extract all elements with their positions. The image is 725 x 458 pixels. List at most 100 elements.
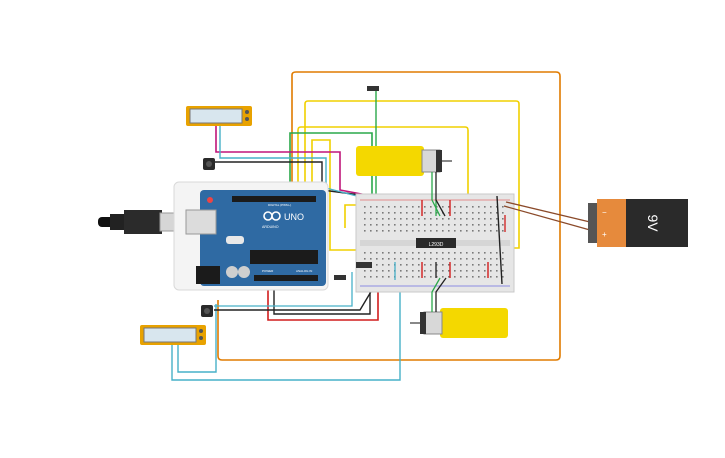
breadboard-hole	[436, 252, 438, 254]
breadboard-hole	[496, 212, 498, 214]
wire-magenta[interactable]	[215, 126, 373, 197]
breadboard-hole	[424, 206, 426, 208]
breadboard-hole	[418, 212, 420, 214]
breadboard-hole	[418, 224, 420, 226]
breadboard-hole	[376, 264, 378, 266]
breadboard-hole	[454, 206, 456, 208]
breadboard-hole	[496, 218, 498, 220]
wire-blue-top[interactable]	[219, 126, 373, 201]
breadboard-hole	[406, 270, 408, 272]
breadboard-hole	[472, 258, 474, 260]
wire-battery-brown-1[interactable]	[505, 201, 591, 223]
breadboard-hole	[406, 218, 408, 220]
arduino-board[interactable]: UNO ARDUINO DIGITAL (PWM~) POWER ANALOG …	[173, 181, 329, 291]
breadboard-hole	[364, 212, 366, 214]
breadboard-hole	[382, 218, 384, 220]
breadboard-hole	[454, 224, 456, 226]
breadboard-hole	[484, 230, 486, 232]
breadboard-hole	[502, 218, 504, 220]
wire-motor-top-black[interactable]	[435, 172, 446, 217]
breadboard-hole	[466, 276, 468, 278]
battery-9v[interactable]: − + 9V	[588, 199, 688, 247]
breadboard-hole	[382, 212, 384, 214]
breadboard-hole	[484, 270, 486, 272]
breadboard-hole	[484, 212, 486, 214]
breadboard-hole	[478, 258, 480, 260]
breadboard-hole	[364, 270, 366, 272]
driver-chip[interactable]: L293D	[416, 238, 456, 248]
breadboard-hole	[490, 206, 492, 208]
breadboard-hole	[448, 212, 450, 214]
arduino-sub-label: ARDUINO	[262, 225, 279, 229]
breadboard-hole	[370, 252, 372, 254]
breadboard-hole	[412, 230, 414, 232]
breadboard-hole	[364, 218, 366, 220]
breadboard-hole	[418, 264, 420, 266]
wire-yellow-2[interactable]	[297, 126, 469, 216]
breadboard-hole	[478, 206, 480, 208]
breadboard-hole	[370, 270, 372, 272]
wire-blue-bottom[interactable]	[171, 262, 401, 381]
breadboard-hole	[400, 258, 402, 260]
breadboard-hole	[370, 224, 372, 226]
breadboard-hole	[364, 258, 366, 260]
sensor-bottom[interactable]	[140, 325, 206, 345]
breadboard-hole	[502, 212, 504, 214]
breadboard-hole	[472, 206, 474, 208]
breadboard-hole	[466, 252, 468, 254]
breadboard-hole	[424, 224, 426, 226]
connector-mid[interactable]	[334, 275, 346, 280]
breadboard-hole	[388, 224, 390, 226]
breadboard-hole	[442, 258, 444, 260]
breadboard-hole	[490, 270, 492, 272]
breadboard-hole	[454, 212, 456, 214]
wire-yellow-1[interactable]	[304, 100, 520, 249]
breadboard-hole	[478, 270, 480, 272]
breadboard-hole	[406, 252, 408, 254]
breadboard-hole	[442, 264, 444, 266]
breadboard-hole	[466, 224, 468, 226]
wire-motor-top-green[interactable]	[431, 172, 441, 217]
breadboard-hole	[466, 270, 468, 272]
breadboard-hole	[436, 270, 438, 272]
usb-cable	[98, 210, 187, 234]
wire-battery-brown-2[interactable]	[503, 205, 591, 231]
pushbutton-top[interactable]	[203, 158, 215, 170]
breadboard-hole	[400, 212, 402, 214]
breadboard-hole	[412, 224, 414, 226]
breadboard-hole	[502, 270, 504, 272]
dc-motor-bottom[interactable]	[410, 308, 508, 338]
breadboard-hole	[388, 206, 390, 208]
wire-motor-bottom-black[interactable]	[435, 277, 447, 312]
dc-motor-top[interactable]	[356, 146, 452, 176]
wire-black-bottom[interactable]	[273, 284, 371, 315]
connector-top[interactable]	[367, 86, 379, 91]
breadboard-hole	[484, 224, 486, 226]
breadboard-hole	[442, 252, 444, 254]
breadboard-hole	[496, 270, 498, 272]
wire-blue-bottom-2[interactable]	[177, 304, 217, 373]
wire-black-sensor[interactable]	[214, 289, 373, 311]
arduino-power-label: POWER	[262, 269, 274, 273]
breadboard-hole	[430, 258, 432, 260]
breadboard-hole	[484, 264, 486, 266]
breadboard-hole	[490, 264, 492, 266]
breadboard-hole	[370, 230, 372, 232]
breadboard-hole	[370, 276, 372, 278]
breadboard-hole	[430, 270, 432, 272]
wire-motor-bottom-green[interactable]	[431, 277, 441, 312]
breadboard-hole	[388, 252, 390, 254]
breadboard-hole	[382, 230, 384, 232]
connector-breadboard[interactable]	[356, 262, 372, 268]
breadboard-hole	[478, 230, 480, 232]
wire-orange-loop[interactable]	[217, 71, 561, 361]
sensor-top[interactable]	[186, 106, 252, 126]
battery-label: 9V	[645, 214, 661, 232]
wire-blue-sensor[interactable]	[214, 272, 353, 307]
breadboard-hole	[454, 276, 456, 278]
breadboard-hole	[388, 270, 390, 272]
breadboard-hole	[490, 230, 492, 232]
pushbutton-bottom[interactable]	[201, 305, 213, 317]
breadboard-hole	[400, 270, 402, 272]
breadboard-hole	[484, 218, 486, 220]
